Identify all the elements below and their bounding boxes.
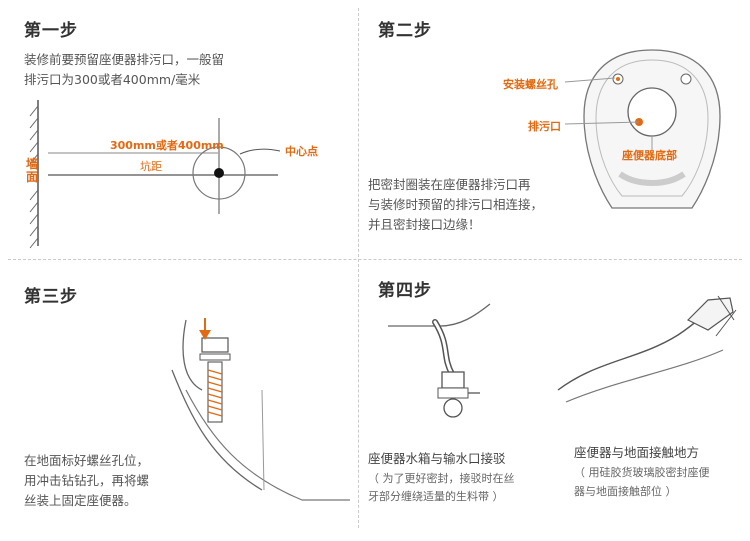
step2-title: 第二步 [378, 21, 432, 41]
step3-desc-line3: 丝装上固定座便器。 [24, 493, 137, 508]
base-label: 座便器底部 [622, 149, 677, 162]
step2-desc-line3: 并且密封接口边缘！ [368, 217, 481, 232]
water-inlet-diagram [388, 303, 491, 418]
step4-right-title: 座便器与地面接触地方 [574, 445, 700, 460]
step2-desc-line1: 把密封圈装在座便器排污口再 [368, 177, 531, 192]
step4-left-note-line2: 牙部分缠绕适量的生料带 ） [368, 490, 504, 503]
screw-hole-label: 安装螺丝孔 [503, 78, 558, 91]
step4-right-note-line2: 器与地面接触部位 ） [574, 485, 677, 498]
step1-diagram [29, 100, 281, 249]
horizontal-divider [8, 259, 742, 260]
outlet-label: 排污口 [528, 120, 561, 133]
floor-seal-diagram [557, 295, 737, 403]
step4-right-note-line1: （ 用硅胶货玻璃胶密封座便 [574, 466, 710, 479]
center-label: 中心点 [285, 145, 318, 158]
step1-desc-line1: 装修前要预留座便器排污口，一般留 [24, 52, 225, 67]
bolt-install-diagram [171, 318, 350, 501]
wall-label: 墙面 [26, 157, 39, 184]
step4-left-note-line1: （ 为了更好密封，接驳时在丝 [368, 472, 515, 485]
step1-desc-line2: 排污口为300或者400mm/毫米 [24, 72, 201, 87]
step3-desc-line2: 用冲击钻钻孔，再将螺 [24, 473, 150, 488]
toilet-base-diagram [583, 49, 721, 209]
vertical-divider [358, 8, 359, 528]
step1-title: 第一步 [24, 21, 78, 41]
step4-left-title: 座便器水箱与输水口接驳 [368, 451, 506, 466]
step2-leader-lines [564, 77, 640, 125]
distance-label: 300mm或者400mm [110, 139, 224, 152]
pit-label: 坑距 [140, 160, 162, 173]
step2-desc-line2: 与装修时预留的排污口相连接， [368, 197, 544, 212]
step3-title: 第三步 [24, 287, 78, 307]
step3-desc-line1: 在地面标好螺丝孔位， [24, 453, 150, 468]
step4-title: 第四步 [378, 281, 432, 301]
